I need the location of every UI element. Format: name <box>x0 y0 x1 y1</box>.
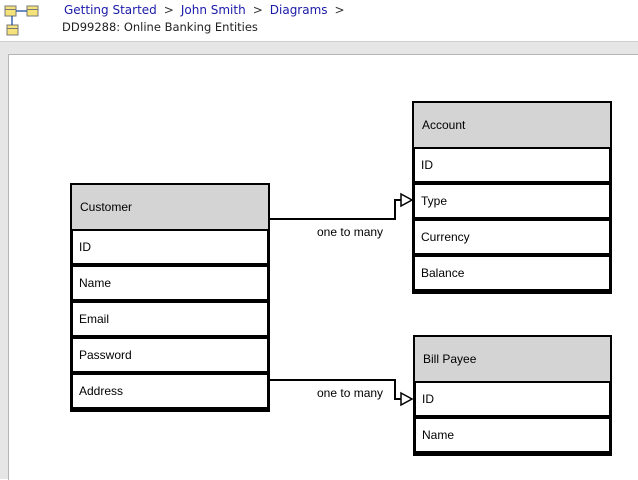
breadcrumb-link-getting-started[interactable]: Getting Started <box>64 3 157 17</box>
entity-field[interactable]: ID <box>416 383 609 415</box>
entity-field[interactable]: Email <box>73 303 267 335</box>
entity-field[interactable]: Type <box>415 185 609 217</box>
entity-field[interactable]: Name <box>73 267 267 299</box>
entity-field[interactable]: ID <box>73 231 267 263</box>
entity-field[interactable]: Balance <box>415 257 609 289</box>
entity-account[interactable]: Account ID Type Currency Balance <box>412 101 612 294</box>
entity-field[interactable]: Password <box>73 339 267 371</box>
breadcrumb: Getting Started > John Smith > Diagrams > <box>64 3 352 17</box>
connector-customer-account <box>270 199 401 220</box>
entity-header: Account <box>414 103 610 147</box>
relationship-label-customer-account: one to many <box>317 225 384 239</box>
breadcrumb-separator: > <box>334 3 345 17</box>
page-title: DD99288: Online Banking Entities <box>62 20 258 34</box>
entity-diagram-icon <box>4 5 39 36</box>
arrowhead-icon <box>400 391 414 407</box>
breadcrumb-separator: > <box>163 3 174 17</box>
relationship-label-customer-bill-payee: one to many <box>317 386 384 400</box>
entity-field[interactable]: Address <box>73 375 267 407</box>
breadcrumb-link-diagrams[interactable]: Diagrams <box>269 3 328 17</box>
entity-field[interactable]: Name <box>416 419 609 451</box>
connector-customer-bill-payee <box>270 379 401 400</box>
entity-bill-payee[interactable]: Bill Payee ID Name <box>413 335 612 456</box>
entity-field[interactable]: ID <box>415 149 609 181</box>
entity-customer[interactable]: Customer ID Name Email Password Address <box>70 183 270 412</box>
arrowhead-icon <box>400 192 414 208</box>
relationship-connectors <box>270 192 414 407</box>
page-header: Getting Started > John Smith > Diagrams > DD9… <box>0 0 638 41</box>
entity-header: Customer <box>72 185 268 229</box>
breadcrumb-separator: > <box>252 3 263 17</box>
breadcrumb-link-john-smith[interactable]: John Smith <box>180 3 246 17</box>
entity-field[interactable]: Currency <box>415 221 609 253</box>
diagram-frame: one to many one to many Customer ID Name… <box>0 41 638 480</box>
entity-header: Bill Payee <box>415 337 610 381</box>
diagram-canvas[interactable]: one to many one to many Customer ID Name… <box>8 54 638 480</box>
